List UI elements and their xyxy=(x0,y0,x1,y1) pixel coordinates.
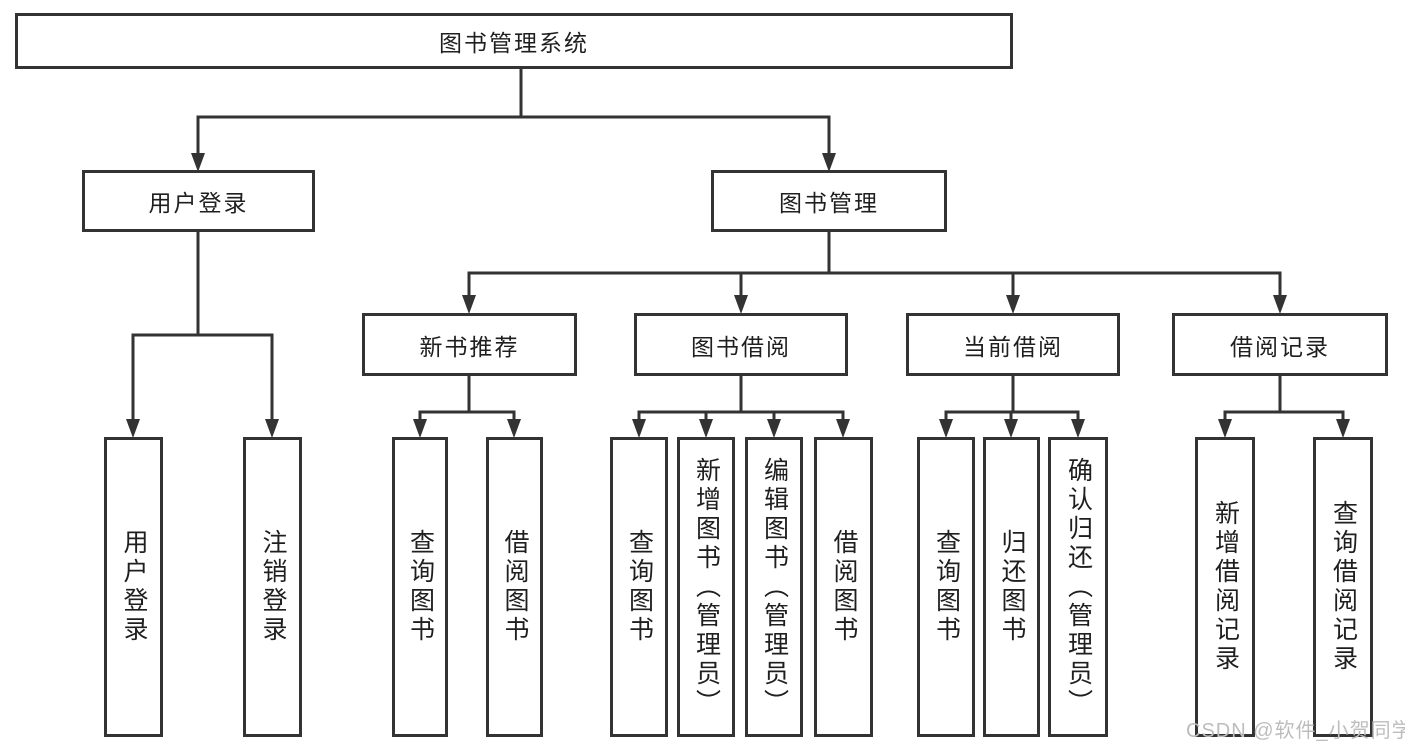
node-label: 查询图书 xyxy=(625,529,654,645)
leaf-query-books-current: 查询图书 xyxy=(917,437,975,737)
leaf-add-borrow-record: 新增借阅记录 xyxy=(1195,437,1255,737)
leaf-borrow-books-borrow: 借阅图书 xyxy=(814,437,873,737)
leaf-confirm-return-admin: 确认归还（管理员） xyxy=(1048,437,1108,737)
leaf-query-books-recommend: 查询图书 xyxy=(392,437,448,737)
leaf-edit-books-admin: 编辑图书（管理员） xyxy=(745,437,803,737)
node-label: 归还图书 xyxy=(998,529,1026,645)
node-label: 新增图书（管理员） xyxy=(692,456,721,718)
node-root: 图书管理系统 xyxy=(15,13,1013,69)
node-label: 借阅图书 xyxy=(501,529,529,645)
node-label: 注销登录 xyxy=(259,529,287,645)
node-book-management: 图书管理 xyxy=(711,170,947,232)
node-label: 用户登录 xyxy=(120,529,148,645)
node-label: 编辑图书（管理员） xyxy=(760,456,789,718)
node-label: 图书管理 xyxy=(779,190,879,216)
node-label: 借阅记录 xyxy=(1230,333,1330,360)
node-current-borrowing: 当前借阅 xyxy=(906,313,1120,376)
node-label: 新书推荐 xyxy=(419,333,520,360)
node-label: 查询借阅记录 xyxy=(1329,500,1358,674)
node-label: 图书借阅 xyxy=(691,333,791,360)
leaf-query-books-borrow: 查询图书 xyxy=(610,437,668,737)
node-label: 借阅图书 xyxy=(830,529,858,645)
node-label: 确认归还（管理员） xyxy=(1064,456,1093,718)
node-label: 图书管理系统 xyxy=(439,30,589,56)
node-label: 用户登录 xyxy=(148,190,249,216)
node-label: 查询图书 xyxy=(406,529,435,645)
node-label: 当前借阅 xyxy=(963,333,1063,360)
leaf-borrow-books-recommend: 借阅图书 xyxy=(486,437,543,737)
node-book-borrowing: 图书借阅 xyxy=(634,313,848,376)
node-user-login: 用户登录 xyxy=(82,170,315,232)
node-new-book-recommendation: 新书推荐 xyxy=(362,313,577,376)
leaf-return-books: 归还图书 xyxy=(983,437,1040,737)
leaf-add-books-admin: 新增图书（管理员） xyxy=(677,437,735,737)
leaf-logout-login: 注销登录 xyxy=(243,437,302,737)
leaf-query-borrow-record: 查询借阅记录 xyxy=(1313,437,1373,737)
node-borrowing-records: 借阅记录 xyxy=(1172,313,1388,376)
node-label: 新增借阅记录 xyxy=(1211,500,1240,674)
leaf-user-login: 用户登录 xyxy=(104,437,163,737)
node-label: 查询图书 xyxy=(932,529,961,645)
csdn-watermark: CSDN @软件_小贺同学 xyxy=(1186,720,1405,742)
